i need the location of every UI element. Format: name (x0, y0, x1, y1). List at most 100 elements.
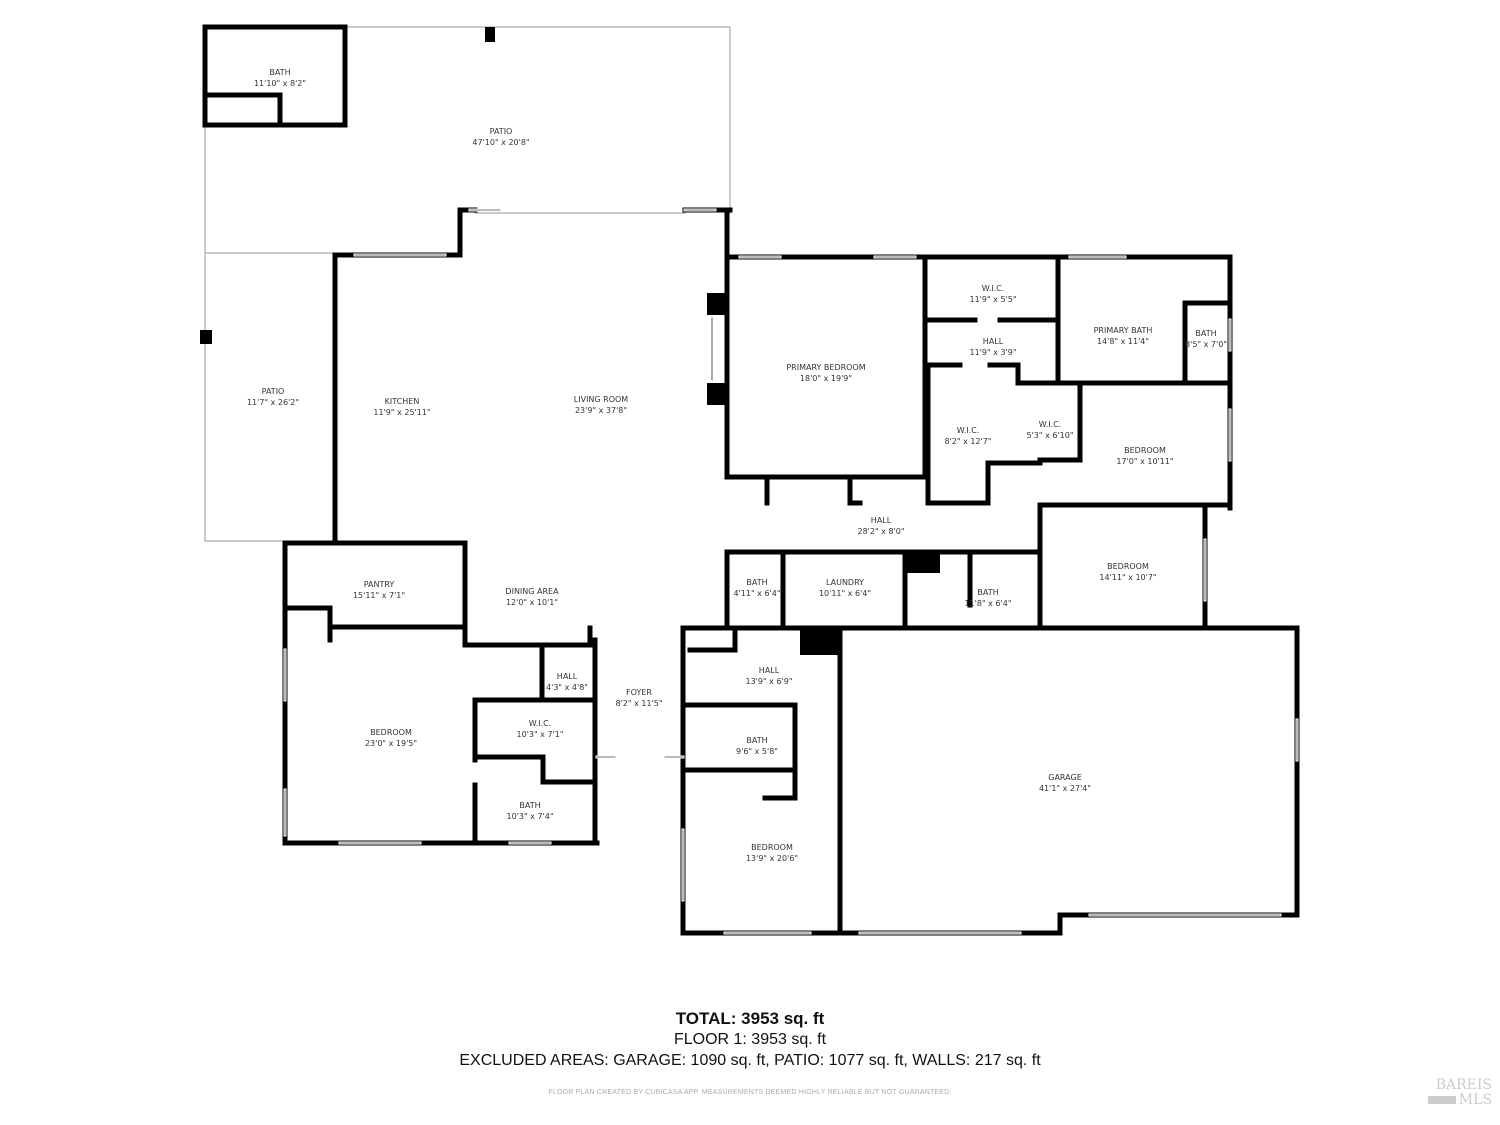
room-name: BEDROOM (751, 843, 793, 852)
room-dims: 11'9" x 25'11" (373, 408, 431, 417)
room-label-primary-bath: PRIMARY BATH 14'8" x 11'4" (1094, 325, 1153, 347)
room-dims: 23'9" x 37'8" (574, 406, 628, 415)
room-dims: 15'11" x 7'1" (352, 591, 406, 600)
room-name: BATH (746, 736, 768, 745)
room-label-bedroom-s: BEDROOM 13'9" x 20'6" (746, 842, 798, 864)
room-dims: 11'9" x 3'9" (969, 348, 1017, 357)
room-dims: 10'3" x 7'1" (516, 730, 564, 739)
room-label-wic-west: W.I.C. 10'3" x 7'1" (516, 718, 563, 740)
room-dims: 11'9" x 5'5" (969, 295, 1017, 304)
room-dims: 11'10" x 8'2" (253, 79, 307, 88)
room-dims: 4'3" x 4'8" (546, 683, 588, 692)
room-dims: 12'0" x 10'1" (505, 598, 559, 607)
room-name: PRIMARY BATH (1093, 326, 1153, 335)
room-name: LIVING ROOM (573, 395, 629, 404)
room-name: BEDROOM (1107, 562, 1149, 571)
room-name: HALL (870, 516, 892, 525)
room-name: BATH (519, 801, 541, 810)
room-name: BATH (746, 578, 768, 587)
room-dims: 14'11" x 10'7" (1099, 573, 1157, 582)
fireplace (707, 293, 727, 315)
room-dims: 13'9" x 20'6" (745, 854, 799, 863)
logo-line2-text: MLS (1458, 1092, 1492, 1108)
room-dims: 8'2" x 12'7" (944, 437, 992, 446)
room-label-hall-west: HALL 4'3" x 4'8" (546, 671, 588, 693)
post (485, 27, 495, 42)
disclaimer: FLOOR PLAN CREATED BY CUBICASA APP. MEAS… (548, 1089, 952, 1096)
room-label-laundry: LAUNDRY 10'11" x 6'4" (819, 577, 871, 599)
room-name: PATIO (261, 387, 285, 396)
room-label-dining-area: DINING AREA 12'0" x 10'1" (505, 586, 558, 608)
chimney-block (905, 553, 940, 573)
room-name: DINING AREA (505, 587, 559, 596)
logo-line1: BAREIS (1435, 1077, 1492, 1093)
excluded-areas: EXCLUDED AREAS: GARAGE: 1090 sq. ft, PAT… (459, 1052, 1041, 1069)
room-name: W.I.C. (956, 426, 980, 435)
room-label-primary-bedroom: PRIMARY BEDROOM 18'0" x 19'9" (786, 362, 865, 384)
room-name: W.I.C. (981, 284, 1005, 293)
room-name: PATIO (489, 127, 513, 136)
room-name: HALL (556, 672, 578, 681)
room-label-hall-primary: HALL 11'9" x 3'9" (969, 336, 1016, 358)
room-name: GARAGE (1048, 773, 1082, 782)
room-dims: 9'6" x 5'8" (736, 747, 778, 756)
room-dims: 5'3" x 6'10" (1026, 431, 1074, 440)
floor1-area: FLOOR 1: 3953 sq. ft (673, 1031, 827, 1048)
room-label-foyer: FOYER 8'2" x 11'5" (615, 687, 662, 709)
room-name: HALL (982, 337, 1004, 346)
fireplace (707, 383, 727, 405)
room-dims: 11'7" x 26'2" (246, 398, 300, 407)
room-name: FOYER (626, 688, 652, 697)
room-label-bath-half: BATH 4'11" x 6'4" (733, 577, 780, 599)
room-dims: 4'11" x 6'4" (733, 589, 781, 598)
room-label-patio: PATIO 47'10" x 20'8" (472, 126, 529, 148)
room-label-bedroom-ne: BEDROOM 17'0" x 10'11" (1116, 445, 1173, 467)
room-label-bath-south: BATH 9'6" x 5'8" (736, 735, 778, 757)
room-dims: 10'11" x 6'4" (818, 589, 872, 598)
room-name: PRIMARY BEDROOM (786, 363, 866, 372)
room-dims: 8'5" x 7'0" (1185, 340, 1227, 349)
room-name: W.I.C. (1038, 420, 1062, 429)
room-dims: 23'0" x 19'5" (364, 739, 418, 748)
room-name: BATH (977, 588, 999, 597)
bareis-mls-logo: BAREIS MLS (1418, 1078, 1492, 1114)
room-dims: 10'3" x 7'4" (506, 812, 554, 821)
room-label-wic-3: W.I.C. 5'3" x 6'10" (1026, 419, 1073, 441)
room-dims: 14'8" x 11'4" (1096, 337, 1150, 346)
room-dims: 17'0" x 10'11" (1116, 457, 1174, 466)
room-label-bath-hall: BATH 11'8" x 6'4" (964, 587, 1011, 609)
room-label-bedroom-w: BEDROOM 23'0" x 19'5" (365, 727, 417, 749)
room-label-living-room: LIVING ROOM 23'9" x 37'8" (574, 394, 628, 416)
room-label-bath-west: BATH 10'3" x 7'4" (506, 800, 553, 822)
logo-line2: MLS (1418, 1093, 1492, 1108)
room-label-kitchen: KITCHEN 11'9" x 25'11" (373, 396, 430, 418)
total-area: TOTAL: 3953 sq. ft (675, 1009, 825, 1028)
room-label-hall-south: HALL 13'9" x 6'9" (745, 665, 792, 687)
room-label-wic-2: W.I.C. 8'2" x 12'7" (944, 425, 991, 447)
room-dims: 11'8" x 6'4" (964, 599, 1012, 608)
room-name: BEDROOM (370, 728, 412, 737)
room-label-pool-bath: BATH 11'10" x 8'2" (254, 67, 306, 89)
room-dims: 18'0" x 19'9" (799, 374, 853, 383)
room-name: PANTRY (363, 580, 395, 589)
room-name: HALL (758, 666, 780, 675)
room-name: BATH (269, 68, 291, 77)
room-dims: 47'10" x 20'8" (472, 138, 530, 147)
room-label-hall-main: HALL 28'2" x 8'0" (857, 515, 904, 537)
room-label-wic-primary: W.I.C. 11'9" x 5'5" (969, 283, 1016, 305)
room-dims: 8'2" x 11'5" (615, 699, 663, 708)
room-name: W.I.C. (528, 719, 552, 728)
room-name: BEDROOM (1124, 446, 1166, 455)
room-dims: 13'9" x 6'9" (745, 677, 793, 686)
room-name: LAUNDRY (825, 578, 865, 587)
room-label-bedroom-e: BEDROOM 14'11" x 10'7" (1099, 561, 1156, 583)
chimney-block (800, 628, 840, 655)
room-dims: 28'2" x 8'0" (857, 527, 905, 536)
post (200, 330, 212, 344)
floor-plan (200, 24, 1300, 936)
room-name: KITCHEN (384, 397, 420, 406)
room-label-pantry: PANTRY 15'11" x 7'1" (353, 579, 405, 601)
room-label-side-patio: PATIO 11'7" x 26'2" (247, 386, 299, 408)
